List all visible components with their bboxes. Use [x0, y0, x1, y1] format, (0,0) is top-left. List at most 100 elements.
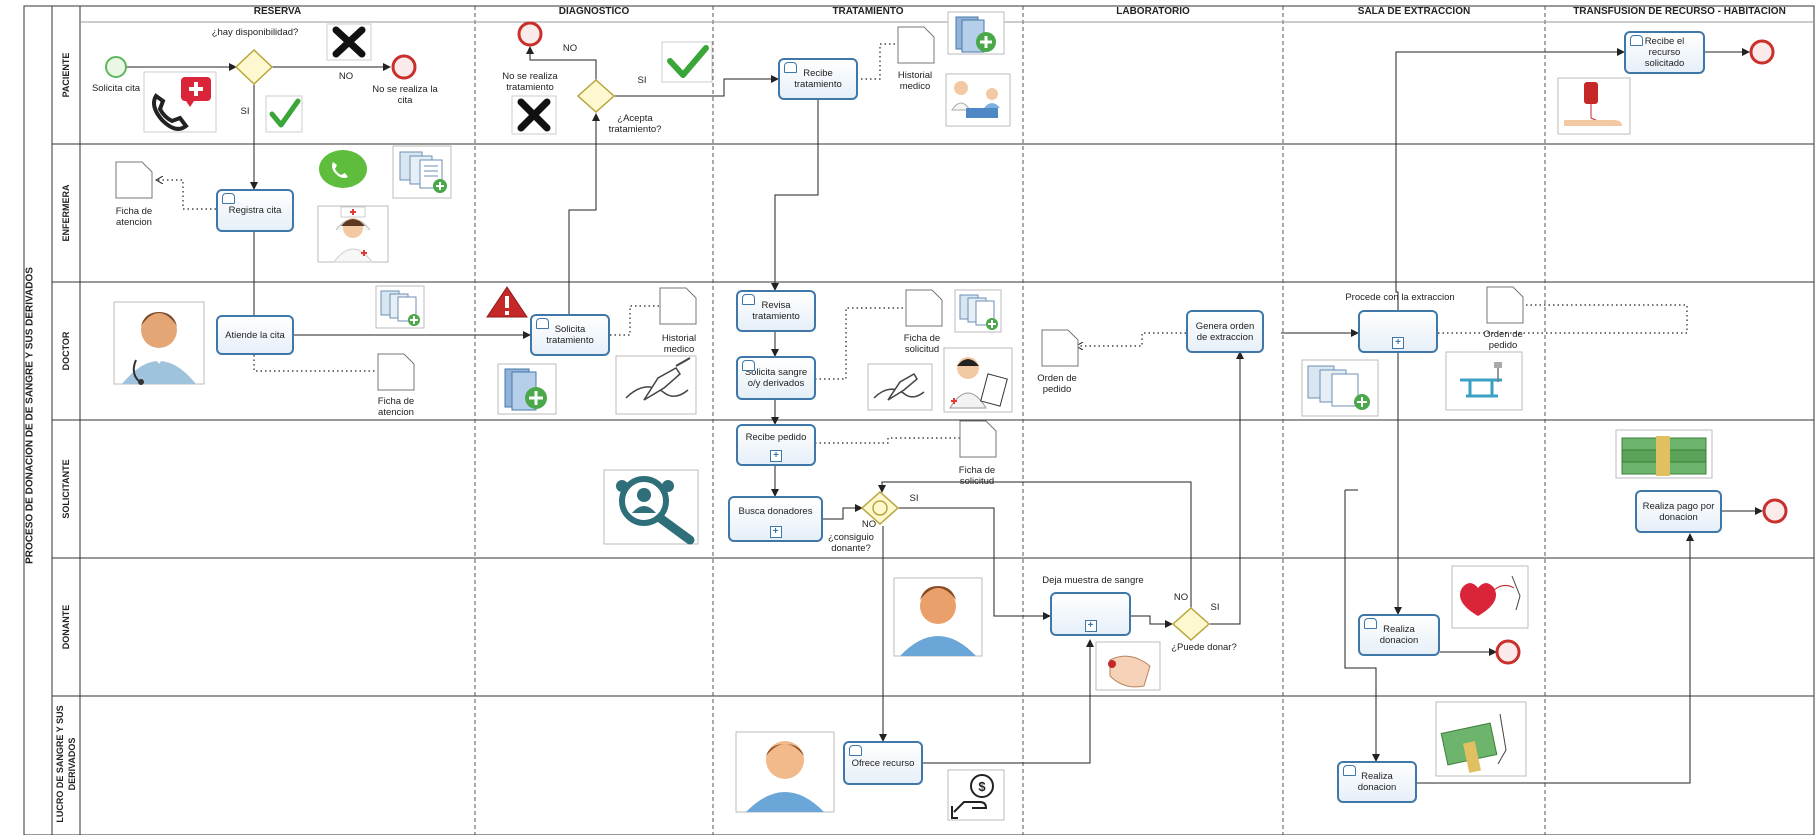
- task-realiza-pago[interactable]: Realiza pago por donacion: [1635, 490, 1722, 533]
- subprocess-plus-icon[interactable]: +: [769, 526, 782, 538]
- task-solicita-sangre[interactable]: Solicita sangre o/y derivados: [736, 356, 816, 400]
- task-label: Recibe el recurso solicitado: [1644, 36, 1685, 69]
- flow-label-no: NO: [562, 43, 578, 54]
- gateway-label: ¿Puede donar?: [1171, 642, 1237, 653]
- gateway-consiguio-donante[interactable]: [860, 490, 900, 526]
- associations: [156, 43, 1688, 444]
- blood-bag-arm-icon: [1557, 77, 1631, 135]
- document-shapes: [115, 26, 1524, 458]
- task-realiza-donacion-donante[interactable]: Realiza donacion: [1358, 614, 1440, 656]
- phase-transfusion: TRANSFUSION DE RECURSO - HABITACION: [1573, 6, 1786, 17]
- svg-text:$: $: [978, 779, 986, 794]
- task-genera-orden[interactable]: Genera orden de extraccion: [1186, 310, 1264, 353]
- gateway-puede-donar[interactable]: [1171, 606, 1211, 642]
- money-stack-icon: [1435, 701, 1527, 777]
- start-event-label: Solicita cita: [91, 83, 141, 94]
- gateway-acepta-tratamiento[interactable]: [576, 78, 616, 114]
- task-recibe-recurso[interactable]: Recibe el recurso solicitado: [1624, 31, 1705, 74]
- end-event-label: No se realiza tratamiento: [502, 71, 558, 93]
- document-icon-historial-2: [897, 26, 935, 64]
- document-label: Ficha de solicitud: [903, 333, 941, 355]
- subprocess-plus-icon[interactable]: +: [1392, 337, 1404, 349]
- task-label: Busca donadores: [738, 506, 813, 517]
- task-realiza-donacion-lucro[interactable]: Realiza donacion: [1337, 761, 1417, 803]
- lane-label-doctor: DOCTOR: [61, 331, 71, 371]
- subprocess-plus-icon[interactable]: +: [770, 450, 782, 462]
- flow-label-si: SI: [240, 106, 250, 117]
- script-task-icon: [222, 193, 235, 204]
- heart-donation-icon: [1451, 565, 1529, 629]
- task-procede-extraccion[interactable]: +: [1358, 310, 1438, 353]
- document-label: Orden de pedido: [1483, 329, 1523, 351]
- task-solicita-tratamiento[interactable]: Solicita tratamiento: [530, 314, 610, 356]
- check-mark-icon: [661, 41, 713, 83]
- sequence-flows: [126, 46, 1763, 784]
- phone-emergency-icon: [143, 71, 217, 133]
- forms-icon: [375, 285, 425, 329]
- task-label: Ofrece recurso: [851, 757, 915, 769]
- lane-label-donante: DONANTE: [61, 604, 71, 650]
- folder-add-icon: [497, 363, 557, 415]
- gateway-label: ¿Acepta tratamiento?: [608, 113, 662, 135]
- folder-add-icon: [947, 11, 1005, 55]
- task-label: Solicita tratamiento: [546, 324, 594, 346]
- task-recibe-tratamiento[interactable]: Recibe tratamiento: [778, 58, 858, 100]
- subprocess-plus-icon[interactable]: +: [1084, 620, 1097, 632]
- task-ofrece-recurso[interactable]: Ofrece recurso: [843, 741, 923, 785]
- flow-label-si: SI: [1210, 602, 1220, 613]
- flow-label-si: SI: [637, 75, 647, 86]
- task-label: Atiende la cita: [225, 329, 285, 341]
- process-title: PROCESO DE DONACION DE DE SANGRE Y SUS D…: [24, 267, 36, 564]
- task-title-procede-extraccion: Procede con la extraccion: [1345, 292, 1455, 303]
- task-label: Solicita sangre o/y derivados: [744, 367, 808, 389]
- user-task-icon: [1364, 618, 1377, 629]
- user-task-icon: [849, 745, 862, 756]
- start-event: [105, 56, 127, 78]
- end-event-donacion: [1495, 639, 1521, 665]
- task-registra-cita[interactable]: Registra cita: [216, 189, 294, 232]
- task-label: Revisa tratamiento: [752, 300, 800, 322]
- end-event-no-cita: [391, 54, 417, 80]
- lane-label-paciente: PACIENTE: [61, 52, 71, 98]
- task-label: Realiza donacion: [1379, 624, 1419, 646]
- document-icon-historial-1: [659, 287, 697, 325]
- task-revisa-tratamiento[interactable]: Revisa tratamiento: [736, 290, 816, 332]
- nurse-avatar: [317, 205, 389, 263]
- document-icon-orden-pedido-1: [1041, 329, 1079, 367]
- hospital-bed-icon: [1445, 351, 1523, 411]
- task-recibe-pedido[interactable]: Recibe pedido+: [736, 424, 816, 466]
- blood-drop-hand-icon: [1095, 641, 1161, 691]
- gateway-hay-disponibilidad[interactable]: [234, 48, 274, 86]
- user-task-icon: [1630, 35, 1643, 46]
- phase-diagnostico: DIAGNOSTICO: [558, 6, 630, 17]
- task-label: Recibe tratamiento: [794, 68, 842, 90]
- boy-avatar: [735, 731, 835, 813]
- end-event-recibe-recurso: [1749, 39, 1775, 65]
- task-atiende-cita[interactable]: Atiende la cita: [216, 315, 294, 355]
- phase-tratamiento: TRATAMIENTO: [832, 6, 904, 17]
- phase-sala-extraccion: SALA DE EXTRACCION: [1357, 6, 1471, 17]
- document-icon-ficha-atencion-2: [377, 353, 415, 391]
- search-people-icon: [603, 469, 699, 545]
- script-task-icon: [536, 318, 549, 329]
- flow-label-si: SI: [909, 493, 919, 504]
- warning-icon: [486, 284, 528, 318]
- task-deja-muestra[interactable]: +: [1050, 592, 1131, 636]
- task-busca-donadores[interactable]: Busca donadores +: [728, 496, 823, 542]
- service-task-icon: [742, 294, 755, 305]
- task-label: Registra cita: [228, 205, 282, 216]
- gateway-consiguio-donante-marker: [872, 500, 888, 516]
- doctor-patient-icon: [945, 73, 1011, 127]
- gateway-label: ¿hay disponibilidad?: [211, 27, 299, 38]
- money-stack-icon: [1615, 429, 1713, 479]
- phase-laboratorio: LABORATORIO: [1116, 6, 1190, 17]
- document-label: Ficha de solicitud: [958, 465, 996, 487]
- flow-label-no: NO: [1173, 592, 1189, 603]
- check-mark-icon: [265, 95, 303, 133]
- lane-separators: [52, 143, 1814, 697]
- document-icon-ficha-solicitud-1: [905, 289, 943, 327]
- signing-hand-icon: [615, 355, 697, 415]
- forms-icon: [954, 289, 1002, 333]
- document-label: Orden de pedido: [1037, 373, 1077, 395]
- doctor-avatar: [113, 301, 205, 385]
